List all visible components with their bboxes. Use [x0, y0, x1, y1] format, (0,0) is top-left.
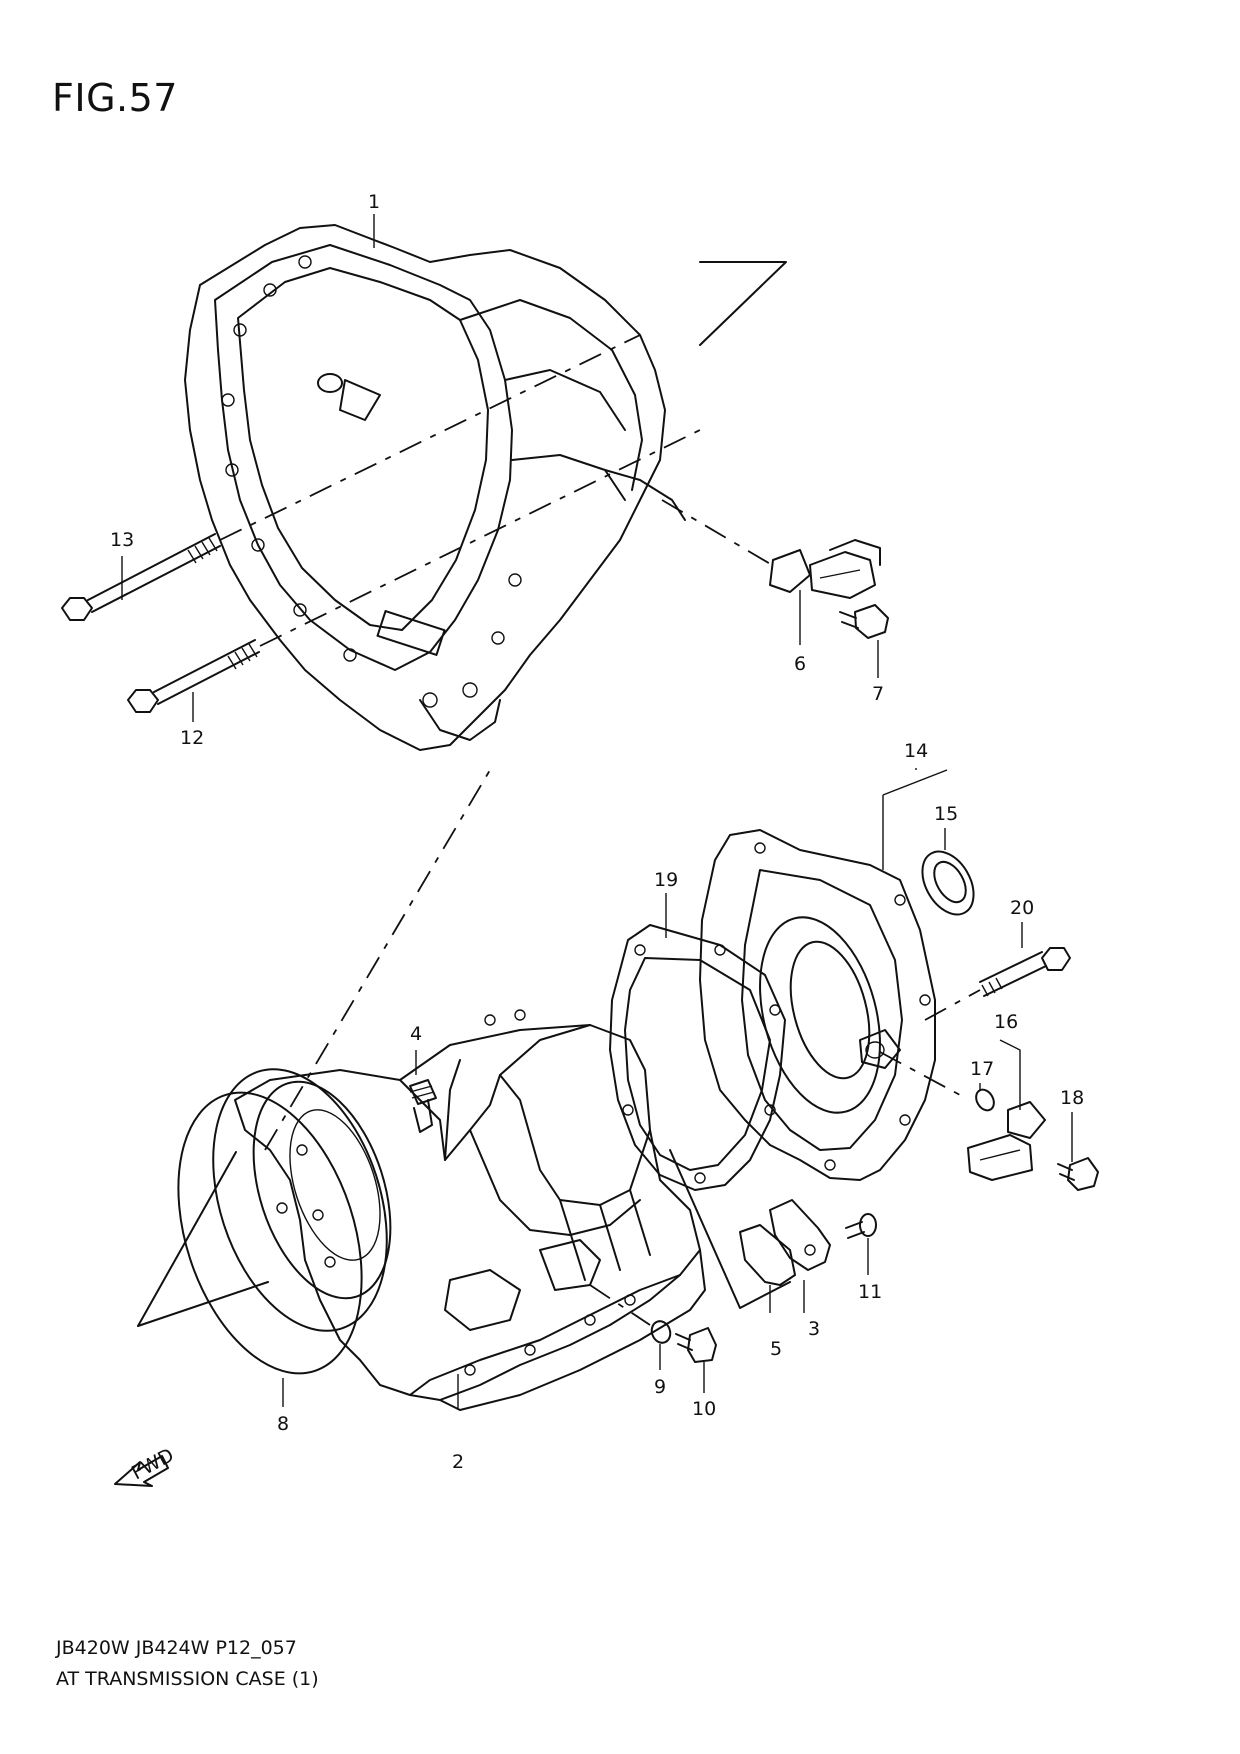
part-2-transmission-case[interactable]: [234, 1009, 706, 1411]
callout-17: 17: [970, 1058, 994, 1080]
callout-9: 9: [654, 1376, 666, 1398]
part-4-breather[interactable]: [409, 1079, 437, 1133]
callout-19: 19: [654, 869, 678, 891]
fwd-label: FWD: [128, 1444, 177, 1484]
callout-15: 15: [934, 803, 958, 825]
callout-16: 16: [994, 1011, 1018, 1033]
part-10-plug[interactable]: [675, 1327, 717, 1363]
callout-18: 18: [1060, 1087, 1084, 1109]
callout-12: 12: [180, 727, 204, 749]
part-13-bolt[interactable]: [61, 533, 221, 621]
callout-labels: 1 2 3 4 5 6 7 8 9 10 11 12 13 14 15 16 1…: [110, 191, 1084, 1473]
callout-11: 11: [858, 1281, 882, 1303]
part-5-bracket[interactable]: [739, 1224, 796, 1286]
part-9-washer[interactable]: [649, 1319, 673, 1346]
callout-10: 10: [692, 1398, 716, 1420]
callout-3: 3: [808, 1318, 820, 1340]
figure-title: FIG.57: [52, 76, 178, 120]
callout-7: 7: [872, 683, 884, 705]
callout-5: 5: [770, 1338, 782, 1360]
callout-13: 13: [110, 529, 134, 551]
callout-6: 6: [794, 653, 806, 675]
callout-4: 4: [410, 1023, 422, 1045]
callout-1: 1: [368, 191, 380, 213]
part-11-bolt[interactable]: [845, 1213, 877, 1239]
part-3-bracket[interactable]: [769, 1199, 831, 1271]
part-14-extension-case[interactable]: [699, 829, 936, 1181]
fwd-arrow-icon: FWD: [114, 1444, 178, 1487]
part-1-converter-housing[interactable]: [184, 224, 787, 751]
callout-2: 2: [452, 1451, 464, 1473]
model-code: JB420W JB424W P12_057: [56, 1637, 297, 1659]
callout-8: 8: [277, 1413, 289, 1435]
part-18-bolt[interactable]: [1057, 1157, 1099, 1191]
part-16-sensor[interactable]: [967, 1101, 1046, 1181]
part-7-bolt[interactable]: [839, 604, 889, 639]
part-15-oil-seal[interactable]: [912, 843, 984, 924]
part-8-gasket-ring[interactable]: [145, 1069, 394, 1397]
part-20-bolt[interactable]: [979, 947, 1071, 997]
leader-lines: [121, 214, 1073, 1410]
section-name: AT TRANSMISSION CASE (1): [56, 1668, 319, 1690]
part-17-o-ring[interactable]: [973, 1086, 998, 1113]
part-12-bolt[interactable]: [127, 639, 260, 713]
part-19-gasket[interactable]: [609, 924, 786, 1191]
part-6-sensor[interactable]: [769, 539, 881, 599]
callout-20: 20: [1010, 897, 1034, 919]
callout-14: 14: [904, 740, 928, 762]
